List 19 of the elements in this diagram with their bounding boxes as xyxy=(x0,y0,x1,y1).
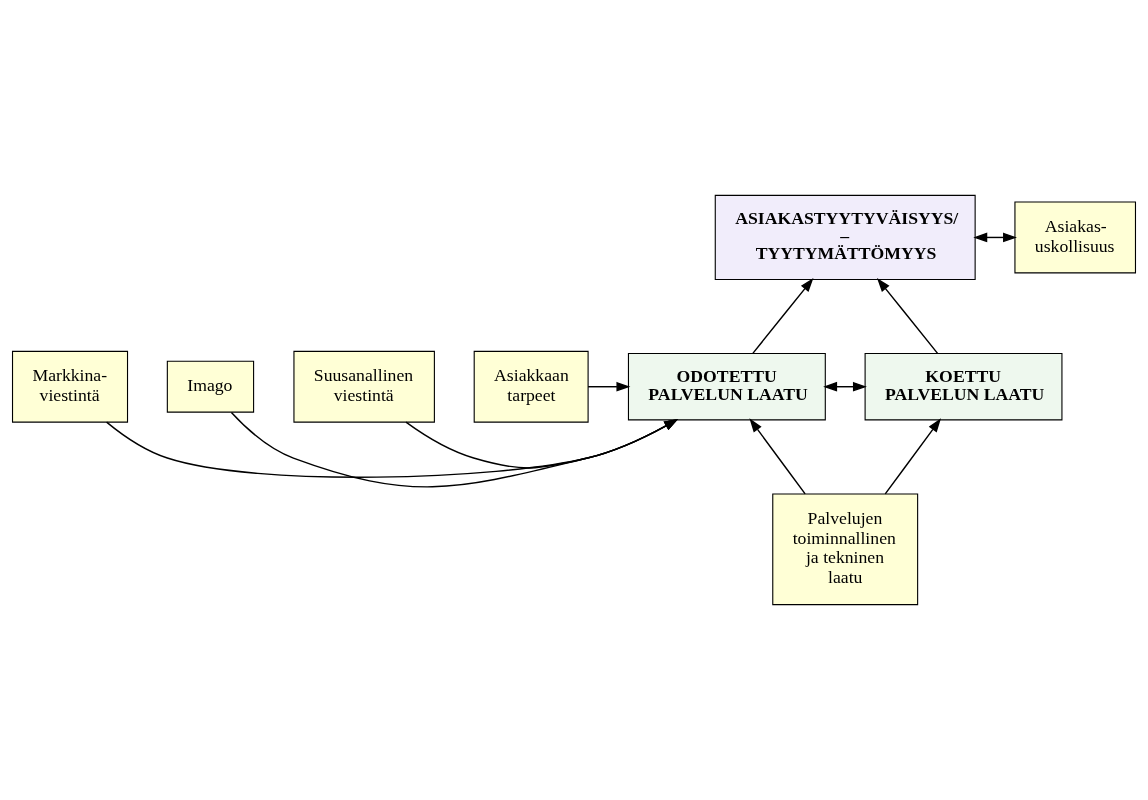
arrow xyxy=(876,278,939,355)
node-box: Palvelujen toiminnallinen ja tekninen laatu xyxy=(772,493,919,606)
node-box: Imago xyxy=(166,360,255,413)
node-box: Asiakas- uskollisuus xyxy=(1014,201,1137,274)
arrow xyxy=(823,381,867,392)
arrow xyxy=(230,411,679,488)
arrow xyxy=(587,381,631,392)
arrow xyxy=(752,278,814,355)
arrow xyxy=(884,418,942,495)
node-box: Asiakkaan tarpeet xyxy=(473,350,589,423)
node-box: Suusanallinen viestintä xyxy=(293,350,435,423)
arrow xyxy=(105,418,679,478)
node-box: Markkina- viestintä xyxy=(11,350,129,423)
node-box: ASIAKASTYYTYVÄISYYS/ – TYYTYMÄTTÖMYYS xyxy=(714,194,976,281)
arrow xyxy=(973,232,1017,243)
arrow xyxy=(405,418,679,469)
node-box: ODOTETTU PALVELUN LAATU xyxy=(627,353,826,421)
arrow xyxy=(749,418,806,495)
node-box: KOETTU PALVELUN LAATU xyxy=(864,353,1063,421)
